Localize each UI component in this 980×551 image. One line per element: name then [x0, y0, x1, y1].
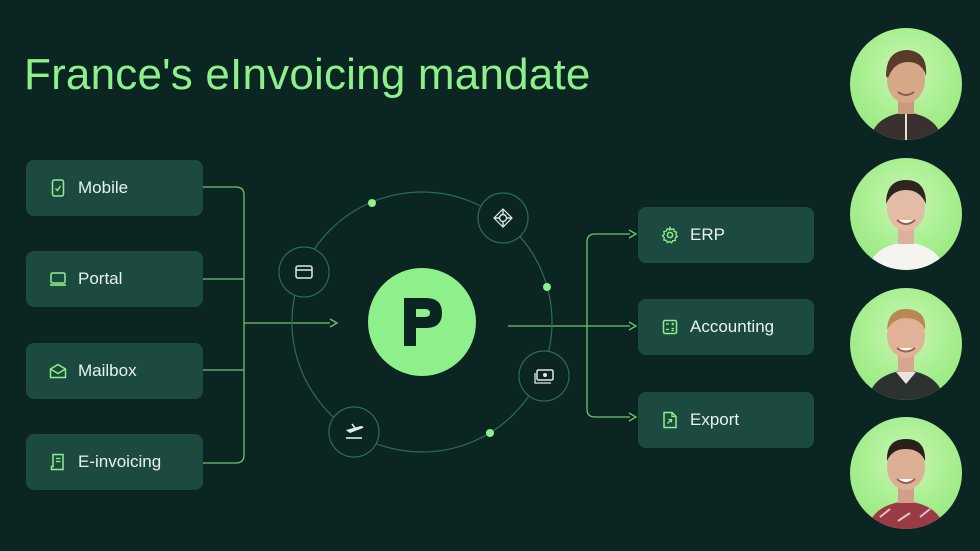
- mobile-icon: [48, 178, 68, 198]
- page-title: France's eInvoicing mandate: [24, 50, 591, 99]
- source-label: Mobile: [78, 178, 129, 197]
- arrow-to-erp: [628, 229, 638, 239]
- arrow-into-hub: [329, 318, 339, 328]
- person-avatar-icon: [850, 288, 962, 400]
- p-logo-icon: [404, 298, 442, 346]
- person-avatar-icon: [850, 28, 962, 140]
- destination-label: Accounting: [690, 317, 775, 336]
- source-card-mailbox[interactable]: Mailbox: [26, 343, 203, 399]
- person-avatar-icon: [850, 158, 962, 270]
- source-card-e-invoicing[interactable]: E-invoicing: [26, 434, 203, 490]
- credit-card-icon: [278, 246, 330, 298]
- source-label: E-invoicing: [78, 452, 162, 471]
- destination-label: ERP: [690, 225, 725, 244]
- orbit-dot: [486, 429, 494, 437]
- mailbox-icon: [48, 361, 68, 381]
- orbit-dot: [368, 199, 376, 207]
- cash-icon: [518, 350, 570, 402]
- laptop-icon: [48, 269, 68, 289]
- source-card-mobile[interactable]: Mobile: [26, 160, 203, 216]
- source-label: Mailbox: [78, 361, 137, 380]
- source-card-portal[interactable]: Portal: [26, 251, 203, 307]
- destination-card-accounting[interactable]: Accounting: [638, 299, 814, 355]
- export-file-icon: [660, 410, 680, 430]
- airplane-icon: [328, 406, 380, 458]
- destination-connectors: [508, 233, 630, 418]
- source-label: Portal: [78, 269, 123, 288]
- person-avatar-icon: [850, 417, 962, 529]
- receipt-icon: [48, 452, 68, 472]
- calculator-icon: [660, 317, 680, 337]
- gear-icon: [660, 225, 680, 245]
- destination-label: Export: [690, 410, 740, 429]
- orbit-ring: [291, 191, 553, 453]
- arrow-to-accounting: [628, 321, 638, 331]
- destination-card-export[interactable]: Export: [638, 392, 814, 448]
- orbit-dot: [543, 283, 551, 291]
- network-node-icon: [477, 192, 529, 244]
- destination-card-erp[interactable]: ERP: [638, 207, 814, 263]
- source-connectors: [203, 186, 330, 464]
- arrow-to-export: [628, 412, 638, 422]
